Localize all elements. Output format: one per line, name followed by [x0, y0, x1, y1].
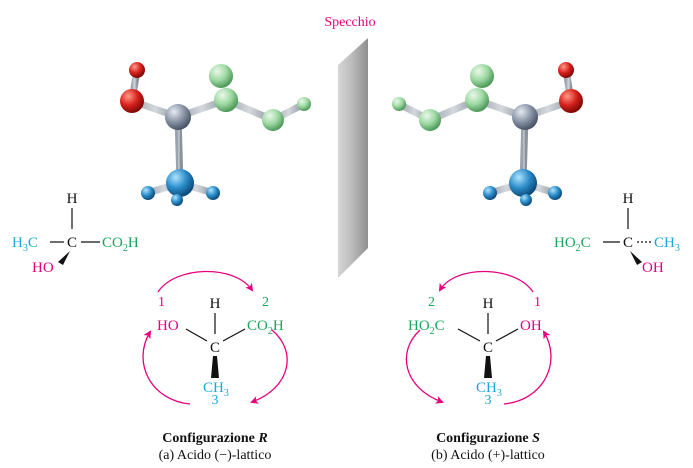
right-big-oh: OH [520, 318, 542, 334]
left-carbon-atom [165, 104, 191, 130]
left-rank-1: 1 [158, 295, 165, 310]
left-caption-subtitle: (a) Acido (−)-lattico [158, 448, 272, 463]
left-small-co2h: CO2H [102, 235, 139, 254]
left-green-atom-top [209, 64, 233, 88]
left-small-ch3: H3C [12, 235, 38, 254]
left-big-ch3: CH3 [203, 380, 229, 399]
left-big-co2h: CO2H [247, 318, 284, 337]
right-rank-1: 1 [534, 295, 541, 310]
left-big-c: C [210, 340, 220, 356]
left-arrow-right [250, 329, 288, 404]
left-caption: Configurazione R (a) Acido (−)-lattico [95, 430, 335, 464]
left-big-oh: HO [157, 318, 179, 334]
right-small-oh: OH [642, 260, 664, 276]
right-small-h: H [623, 191, 634, 207]
right-small-formula: H C HO2C CH3 OH [554, 191, 680, 276]
left-big-h: H [210, 296, 221, 312]
right-caption-subtitle: (b) Acido (+)-lattico [431, 448, 545, 463]
right-caption: Configurazione S (b) Acido (+)-lattico [368, 430, 608, 464]
right-caption-title: Configurazione S [436, 431, 540, 446]
right-small-co2h: HO2C [554, 235, 591, 254]
left-ball-stick-model [120, 62, 311, 206]
right-carbon-atom [512, 104, 538, 130]
left-small-formula: H C H3C CO2H HO [12, 191, 139, 276]
left-arrow-top [157, 270, 254, 293]
right-small-ch3: CH3 [654, 235, 680, 254]
right-priority-formula: 1 2 3 H C HO2C OH CH3 [405, 270, 552, 408]
right-big-ch3: CH3 [476, 380, 502, 399]
right-big-h: H [483, 296, 494, 312]
right-big-c: C [483, 340, 493, 356]
right-rank-2: 2 [428, 295, 435, 310]
left-arrow-left [142, 330, 191, 405]
right-rank-3: 3 [485, 393, 492, 408]
right-ball-stick-model [392, 62, 583, 206]
left-small-c: C [67, 235, 77, 251]
right-arrow-top [438, 270, 534, 293]
left-small-oh: HO [32, 260, 54, 276]
left-rank-2: 2 [262, 295, 269, 310]
left-small-h: H [67, 191, 78, 207]
left-caption-title: Configurazione R [162, 431, 268, 446]
right-arrow-right [503, 330, 552, 405]
right-arrow-left [405, 329, 444, 404]
mirror-plane [338, 38, 368, 278]
mirror-label: Specchio [324, 15, 375, 30]
right-big-co2h: HO2C [408, 318, 445, 337]
left-rank-3: 3 [212, 393, 219, 408]
right-small-c: C [623, 235, 633, 251]
left-priority-formula: 1 2 3 H C HO CO2H CH3 [142, 270, 288, 408]
